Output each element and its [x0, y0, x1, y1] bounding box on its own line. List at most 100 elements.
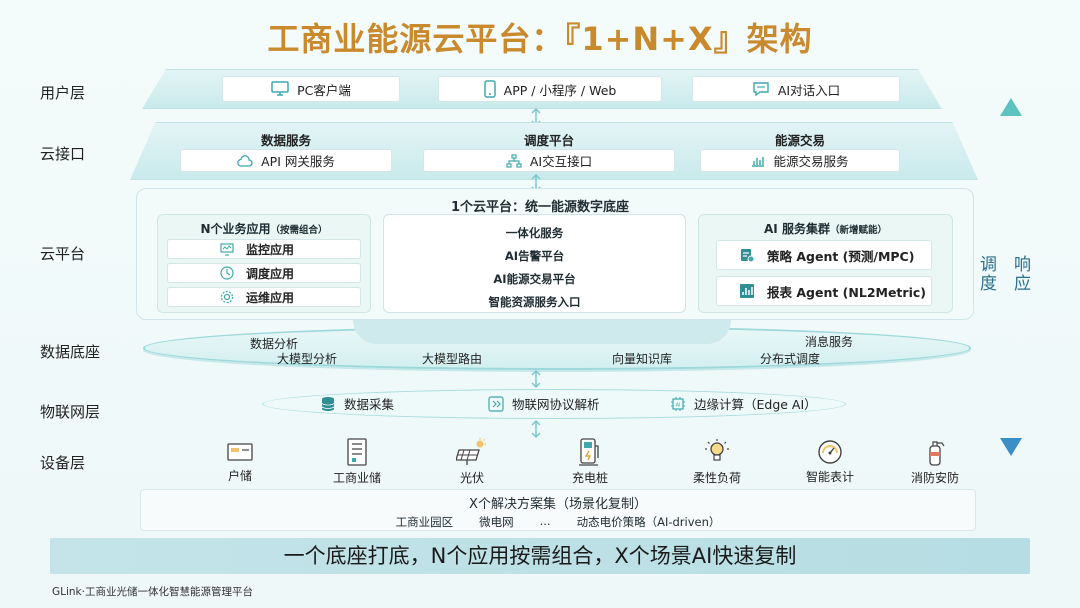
- ai-chip-icon: AI: [670, 396, 686, 412]
- cloud-if-header-dispatch: 调度平台: [523, 133, 574, 148]
- ai-interface-label: AI交互接口: [529, 154, 593, 169]
- data-base-item: 向量知识库: [612, 352, 673, 366]
- cloud-if-header-trade: 能源交易: [774, 133, 825, 148]
- layer-label-user: 用户层: [40, 84, 86, 102]
- layer-label-device: 设备层: [40, 454, 86, 472]
- app-monitor[interactable]: 监控应用: [167, 239, 361, 259]
- ai-cluster-title: AI 服务集群: [764, 222, 830, 236]
- strategy-agent[interactable]: 策略 Agent (预测/MPC): [716, 240, 932, 270]
- layer-label-cloud-interface: 云接口: [40, 145, 86, 163]
- device-fire-safety[interactable]: 消防安防: [890, 437, 980, 486]
- cloud-icon: [237, 154, 253, 167]
- x-solution-item: ...: [539, 514, 551, 528]
- n-apps-note: （按需组合）: [270, 225, 328, 236]
- n-apps-title: N个业务应用: [200, 222, 271, 236]
- ai-interface-chip[interactable]: AI交互接口: [423, 149, 675, 172]
- api-gateway-chip[interactable]: API 网关服务: [180, 149, 392, 172]
- device-label: 消防安防: [910, 471, 959, 485]
- iot-protocol-parse-label: 物联网协议解析: [512, 397, 600, 412]
- device-pv[interactable]: 光伏: [427, 437, 517, 486]
- center-services-list: 一体化服务 AI告警平台 AI能源交易平台 智能资源服务入口: [383, 222, 686, 314]
- data-base-item: 大模型路由: [422, 352, 483, 366]
- ai-cluster-title-wrap: AI 服务集群（新增赋能）: [698, 220, 953, 237]
- phone-icon: [483, 80, 496, 98]
- meter-icon: [785, 437, 875, 467]
- layer-label-iot: 物联网层: [40, 403, 101, 421]
- center-service-item[interactable]: AI告警平台: [504, 249, 565, 263]
- report-agent[interactable]: 报表 Agent (NL2Metric): [716, 276, 932, 306]
- energy-trade-chip[interactable]: 能源交易服务: [700, 149, 900, 172]
- n-apps-title-wrap: N个业务应用（按需组合）: [157, 220, 371, 237]
- pc-client-label: PC客户端: [297, 82, 351, 98]
- iot-protocol-parse[interactable]: 物联网协议解析: [488, 394, 600, 413]
- strategy-agent-label: 策略 Agent (预测/MPC): [767, 248, 915, 264]
- app-web-chip[interactable]: APP / 小程序 / Web: [438, 76, 662, 102]
- iot-data-collection[interactable]: 数据采集: [320, 394, 394, 413]
- protocol-icon: [488, 395, 504, 412]
- device-label: 光伏: [459, 471, 484, 485]
- solar-panel-icon: [427, 437, 517, 467]
- chat-icon: [752, 81, 770, 97]
- device-flexible-load[interactable]: 柔性负荷: [672, 437, 762, 486]
- double-arrow-icon: [1000, 98, 1022, 456]
- device-charger[interactable]: 充电桩: [545, 437, 635, 486]
- center-service-item[interactable]: AI能源交易平台: [493, 272, 576, 286]
- strategy-icon: [739, 247, 755, 263]
- layer-label-cloud-platform: 云平台: [40, 245, 86, 263]
- cloud-platform-heading: 1个云平台：统一能源数字底座: [450, 200, 630, 215]
- side-label-response: 响应: [1014, 255, 1031, 294]
- x-solution-item: 工商业园区: [395, 515, 454, 529]
- monitor-chart-icon: [220, 242, 234, 256]
- device-commercial-storage[interactable]: 工商业储: [312, 437, 402, 486]
- charger-icon: [545, 437, 635, 467]
- x-solutions-title: X个解决方案集（场景化复制）: [469, 497, 647, 512]
- extinguisher-icon: [890, 437, 980, 467]
- summary-banner: 一个底座打底，N个应用按需组合，X个场景AI快速复制: [50, 538, 1030, 574]
- ai-chat-label: AI对话入口: [777, 82, 841, 98]
- layer-label-data-base: 数据底座: [40, 343, 101, 361]
- app-maintenance-label: 运维应用: [246, 290, 295, 305]
- center-service-item[interactable]: 一体化服务: [505, 226, 564, 240]
- clock-icon: [220, 266, 234, 280]
- device-home-storage[interactable]: 户储: [195, 437, 285, 484]
- report-icon: [739, 283, 755, 299]
- app-monitor-label: 监控应用: [246, 242, 295, 257]
- device-label: 柔性负荷: [692, 471, 741, 485]
- api-gateway-label: API 网关服务: [261, 154, 335, 169]
- energy-trade-label: 能源交易服务: [773, 154, 849, 169]
- network-icon: [506, 153, 522, 168]
- cloud-if-header-data: 数据服务: [260, 133, 311, 148]
- data-base-item: 大模型分析: [277, 352, 338, 366]
- x-solutions-list: 工商业园区 微电网 ... 动态电价策略（AI-driven）: [140, 514, 976, 530]
- database-icon: [320, 396, 336, 412]
- app-maintenance[interactable]: 运维应用: [167, 287, 361, 307]
- home-storage-icon: [195, 437, 285, 467]
- device-label: 智能表计: [805, 470, 854, 484]
- iot-data-collection-label: 数据采集: [344, 397, 395, 412]
- device-label: 户储: [227, 469, 252, 483]
- bar-chart-icon: [751, 155, 765, 167]
- center-services-panel: [383, 214, 686, 313]
- center-service-item[interactable]: 智能资源服务入口: [488, 295, 581, 309]
- app-dispatch[interactable]: 调度应用: [167, 263, 361, 283]
- data-base-item: 消息服务: [805, 335, 854, 349]
- flow-arrow-icon: [531, 370, 541, 388]
- device-smart-meter[interactable]: 智能表计: [785, 437, 875, 485]
- bulb-icon: [672, 437, 762, 467]
- data-base-item: 数据分析: [250, 337, 299, 351]
- cabinet-icon: [312, 437, 402, 467]
- report-agent-label: 报表 Agent (NL2Metric): [767, 284, 926, 300]
- iot-edge-compute[interactable]: AI 边缘计算（Edge AI）: [670, 394, 817, 413]
- ai-chat-chip[interactable]: AI对话入口: [692, 76, 900, 102]
- flow-arrow-icon: [531, 420, 541, 438]
- iot-edge-compute-label: 边缘计算（Edge AI）: [694, 397, 817, 412]
- footer-text: GLink·工商业光储一体化智慧能源管理平台: [52, 586, 253, 598]
- pc-client-chip[interactable]: PC客户端: [222, 76, 400, 102]
- x-solution-item: 动态电价策略（AI-driven）: [576, 515, 721, 529]
- data-base-pillar: [353, 320, 731, 344]
- data-base-item: 分布式调度: [760, 352, 821, 366]
- gear-icon: [220, 290, 234, 304]
- x-solutions-box: [140, 489, 976, 531]
- iot-disc: [262, 389, 846, 419]
- device-label: 充电桩: [571, 471, 608, 485]
